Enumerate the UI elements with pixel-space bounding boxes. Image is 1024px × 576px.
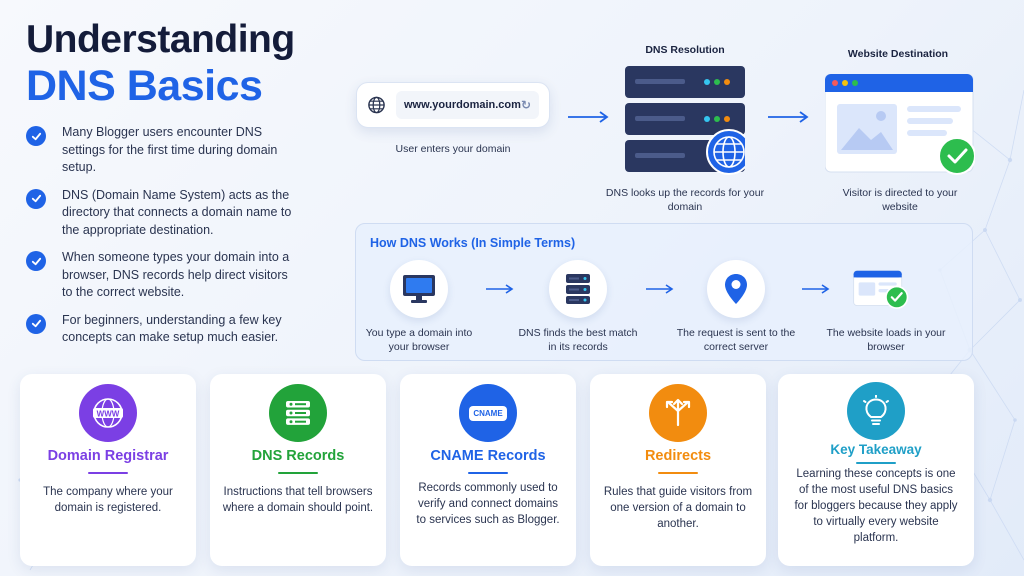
refresh-icon: ↻	[520, 98, 531, 112]
step-caption: The request is sent to the correct serve…	[676, 327, 796, 353]
cname-badge-text: CNAME	[469, 405, 507, 421]
check-icon	[26, 126, 46, 146]
url-text: www.yourdomain.com	[403, 99, 521, 111]
step-caption: The website loads in your browser	[826, 327, 946, 353]
globe-icon	[368, 96, 385, 114]
card-dns-records: DNS Records Instructions that tell brows…	[210, 374, 386, 566]
location-pin-icon	[725, 274, 747, 304]
card-body: Learning these concepts is one of the mo…	[794, 468, 958, 544]
card-body: The company where your domain is registe…	[43, 486, 173, 514]
website-destination-caption: Visitor is directed to your website	[842, 187, 958, 213]
browser-address-bar: www.yourdomain.com ↻	[356, 82, 550, 128]
card-body: Rules that guide visitors from one versi…	[603, 486, 753, 530]
card-body: Instructions that tell browsers where a …	[222, 486, 374, 514]
title-line-1: Understanding	[26, 18, 295, 61]
arrow-right-icon	[646, 284, 674, 294]
step-icon-container	[852, 260, 910, 318]
bullet-text: For beginners, understanding a few key c…	[62, 312, 282, 345]
card-title: Key Takeaway	[830, 442, 922, 457]
intro-bullet-list: Many Blogger users encounter DNS setting…	[26, 124, 326, 357]
website-window-icon	[825, 74, 975, 175]
page-title: Understanding DNS Basics	[26, 18, 295, 110]
bullet-text: DNS (Domain Name System) acts as the dir…	[62, 187, 292, 237]
card-title: Domain Registrar	[47, 448, 169, 464]
card-underline	[856, 462, 896, 464]
list-item: DNS (Domain Name System) acts as the dir…	[26, 187, 326, 240]
card-underline	[658, 472, 698, 474]
card-key-takeaway: Key Takeaway Learning these concepts is …	[778, 374, 974, 566]
card-cname-records: CNAME CNAME Records Records commonly use…	[400, 374, 576, 566]
lightbulb-icon	[847, 382, 905, 440]
arrow-right-icon	[768, 111, 809, 123]
dns-resolution-heading: DNS Resolution	[645, 44, 725, 56]
list-item: Many Blogger users encounter DNS setting…	[26, 124, 326, 177]
step-icon-container	[707, 260, 765, 318]
check-icon	[26, 313, 46, 334]
list-item: For beginners, understanding a few key c…	[26, 312, 326, 347]
card-title: CNAME Records	[430, 448, 546, 464]
server-globe-icon	[625, 66, 745, 175]
url-field: www.yourdomain.com ↻	[395, 91, 539, 119]
server-stack-icon	[566, 274, 590, 304]
cname-badge-icon: CNAME	[459, 384, 517, 442]
monitor-icon	[403, 275, 435, 303]
www-globe-icon: WWW	[79, 384, 137, 442]
arrow-right-icon	[486, 284, 514, 294]
card-domain-registrar: WWW Domain Registrar The company where y…	[20, 374, 196, 566]
step-icon-container	[390, 260, 448, 318]
title-line-2: DNS Basics	[26, 62, 263, 110]
bullet-text: Many Blogger users encounter DNS setting…	[62, 125, 278, 174]
step-caption: DNS finds the best match in its records	[518, 327, 638, 353]
step-caption: You type a domain into your browser	[365, 327, 473, 353]
server-stack-icon	[269, 384, 327, 442]
how-dns-works-panel: How DNS Works (In Simple Terms) You type…	[355, 223, 973, 361]
card-redirects: Redirects Rules that guide visitors from…	[590, 374, 766, 566]
website-destination-heading: Website Destination	[847, 48, 949, 60]
dns-resolution-caption: DNS looks up the records for your domain	[605, 187, 765, 213]
arrow-right-icon	[568, 111, 609, 123]
website-loaded-icon	[853, 270, 909, 309]
bullet-text: When someone types your domain into a br…	[62, 250, 290, 299]
step-icon-container	[549, 260, 607, 318]
card-underline	[278, 472, 318, 474]
check-icon	[26, 188, 46, 209]
card-underline	[88, 472, 128, 474]
card-title: Redirects	[644, 448, 712, 464]
list-item: When someone types your domain into a br…	[26, 249, 326, 302]
card-underline	[468, 472, 508, 474]
svg-text:WWW: WWW	[97, 410, 120, 419]
card-body: Records commonly used to verify and conn…	[416, 482, 560, 526]
how-dns-works-title: How DNS Works (In Simple Terms)	[370, 236, 576, 250]
redirect-arrows-icon	[649, 384, 707, 442]
arrow-right-icon	[802, 284, 830, 294]
card-title: DNS Records	[251, 448, 345, 464]
check-icon	[26, 251, 46, 271]
user-enters-caption: User enters your domain	[395, 143, 511, 155]
